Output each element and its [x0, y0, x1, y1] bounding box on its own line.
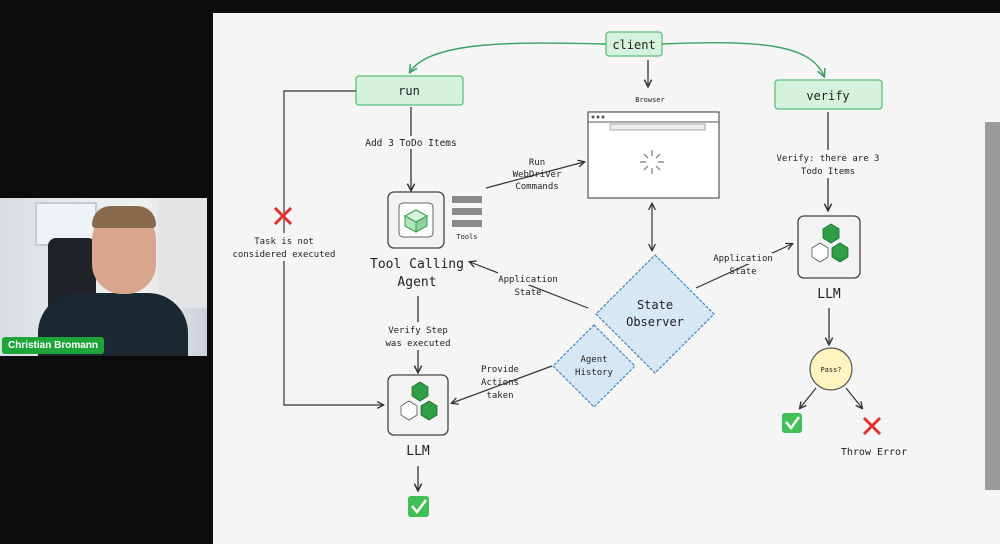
tool-calling-agent-node: Tool Calling Agent — [370, 191, 464, 290]
app-state-right-line2: State — [729, 267, 756, 277]
tools-to-browser-arrow — [485, 162, 584, 189]
presenter-hair — [92, 206, 156, 228]
run-webdriver-line3: Commands — [515, 182, 558, 192]
run-webdriver-line1: Run — [529, 158, 545, 168]
client-node: client — [605, 31, 663, 57]
slide-scrollbar — [985, 122, 1000, 490]
llm-verify-node: LLM — [797, 215, 861, 302]
success-check-icon — [408, 496, 429, 517]
pass-to-check-arrow — [800, 387, 817, 408]
browser-window — [587, 111, 720, 199]
llm-main-node: LLM — [387, 374, 449, 459]
agent-label-line2: Agent — [397, 275, 436, 290]
provide-actions-line1: Provide — [481, 365, 519, 375]
presenter-name-tag: Christian Bromann — [2, 337, 105, 354]
app-state-right-line1: Application — [713, 254, 773, 264]
verify-step-line1: Verify Step — [388, 326, 448, 336]
client-to-run-arrow — [410, 42, 607, 72]
history-to-llm-arrow — [452, 365, 553, 403]
verify-step-line2: was executed — [385, 339, 450, 349]
tools-icon — [452, 196, 482, 227]
observer-to-verify-llm-arrow — [695, 244, 792, 289]
background-shelf — [158, 198, 207, 308]
state-observer-line2: Observer — [626, 315, 684, 329]
llm-main-label: LLM — [406, 444, 430, 459]
app-state-left-line2: State — [514, 288, 541, 298]
pass-label: Pass? — [820, 366, 841, 374]
llm-verify-label: LLM — [817, 287, 841, 302]
pass-node: Pass? — [809, 347, 853, 391]
state-observer-node: State Observer — [595, 254, 715, 374]
verify-text-line1: Verify: there are 3 — [777, 154, 880, 164]
agent-history-line1: Agent — [580, 355, 607, 365]
throw-error-label: Throw Error — [841, 447, 907, 458]
error-x-icon — [862, 416, 882, 436]
pass-check-icon — [782, 413, 802, 433]
loading-spinner-icon — [640, 150, 664, 174]
state-observer-line1: State — [637, 298, 673, 312]
app-state-left-line1: Application — [498, 275, 558, 285]
svg-text:Add 3 ToDo Items: Add 3 ToDo Items — [365, 138, 457, 149]
provide-actions-line2: Actions — [481, 378, 519, 388]
verify-text-line2: Todo Items — [801, 167, 855, 177]
fail-x-icon — [273, 206, 293, 226]
presenter-webcam: Christian Bromann — [0, 198, 207, 356]
verify-node: verify — [774, 79, 883, 110]
run-node: run — [355, 75, 464, 106]
client-label: client — [612, 38, 655, 52]
run-label: run — [398, 84, 420, 98]
agent-history-node: Agent History — [552, 324, 636, 408]
run-webdriver-line2: WebDriver — [513, 170, 562, 180]
task-not-executed-line2: considered executed — [233, 250, 336, 260]
svg-text:Application: Application — [498, 275, 558, 285]
task-not-executed-line1: Task is not — [254, 237, 314, 247]
pass-to-error-arrow — [845, 387, 862, 408]
client-to-verify-arrow — [661, 42, 824, 76]
agent-label-line1: Tool Calling — [370, 257, 464, 272]
browser-label: Browser — [635, 96, 665, 104]
hexagons-icon — [400, 381, 438, 421]
tools-label: Tools — [456, 233, 477, 241]
svg-text:Application: Application — [713, 254, 773, 264]
verify-label: verify — [806, 89, 849, 103]
observer-to-agent-arrow — [470, 262, 589, 309]
add-todo-label: Add 3 ToDo Items — [365, 138, 457, 149]
cube-icon — [403, 209, 429, 233]
agent-history-line2: History — [575, 368, 614, 378]
provide-actions-line3: taken — [486, 391, 513, 401]
